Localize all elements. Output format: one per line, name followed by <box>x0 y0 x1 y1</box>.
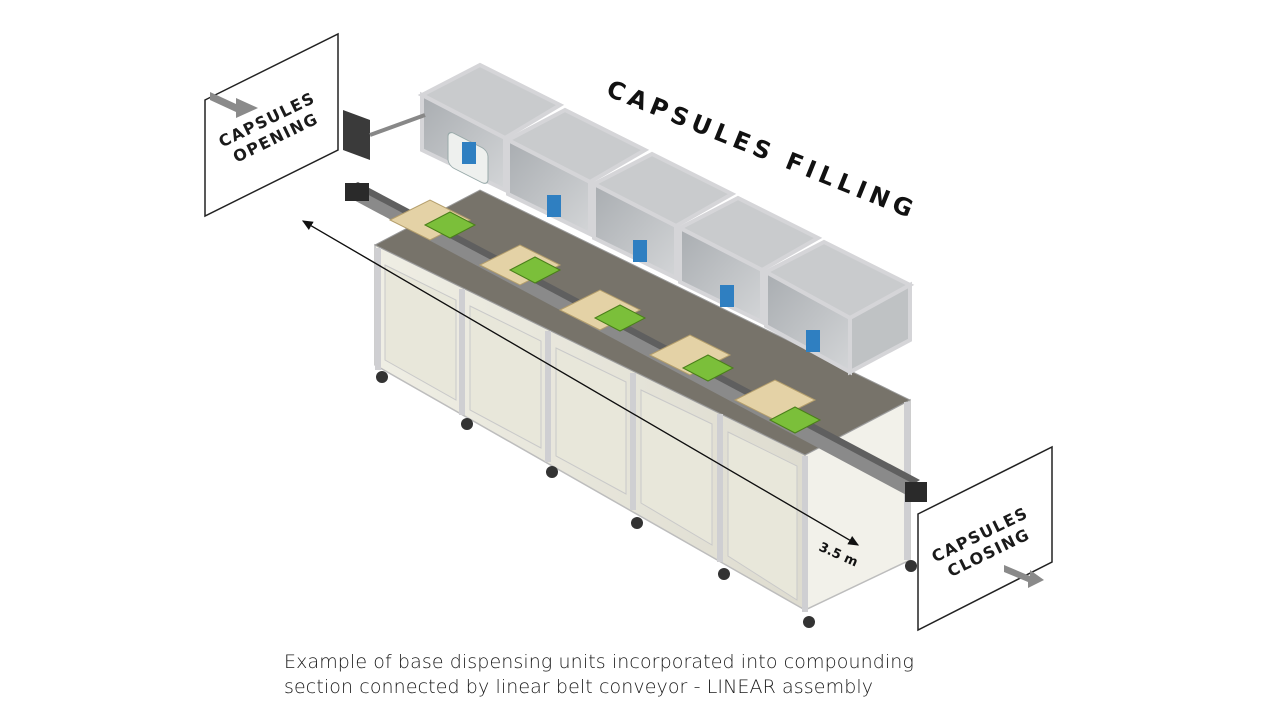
capsules-opening-sign: CAPSULES OPENING <box>204 32 339 218</box>
filling-unit-3 <box>589 151 737 282</box>
monitor-icon <box>343 110 426 160</box>
filling-unit-1 <box>417 62 565 194</box>
linear-belt-conveyor <box>345 182 927 502</box>
filling-unit-2 <box>503 107 650 238</box>
filling-unit-5 <box>761 239 915 376</box>
caption-line-1: Example of base dispensing units incorpo… <box>284 651 914 673</box>
trays <box>388 199 822 434</box>
opening-arrow-icon <box>210 92 258 118</box>
closing-arrow-icon <box>1004 565 1044 588</box>
capsules-closing-sign: CAPSULES CLOSING <box>917 445 1053 632</box>
filling-cabinets <box>417 62 915 376</box>
filling-unit-4 <box>675 195 823 326</box>
caption-line-2: section connected by linear belt conveyo… <box>284 676 874 698</box>
figure-caption: Example of base dispensing units incorpo… <box>284 650 1044 700</box>
